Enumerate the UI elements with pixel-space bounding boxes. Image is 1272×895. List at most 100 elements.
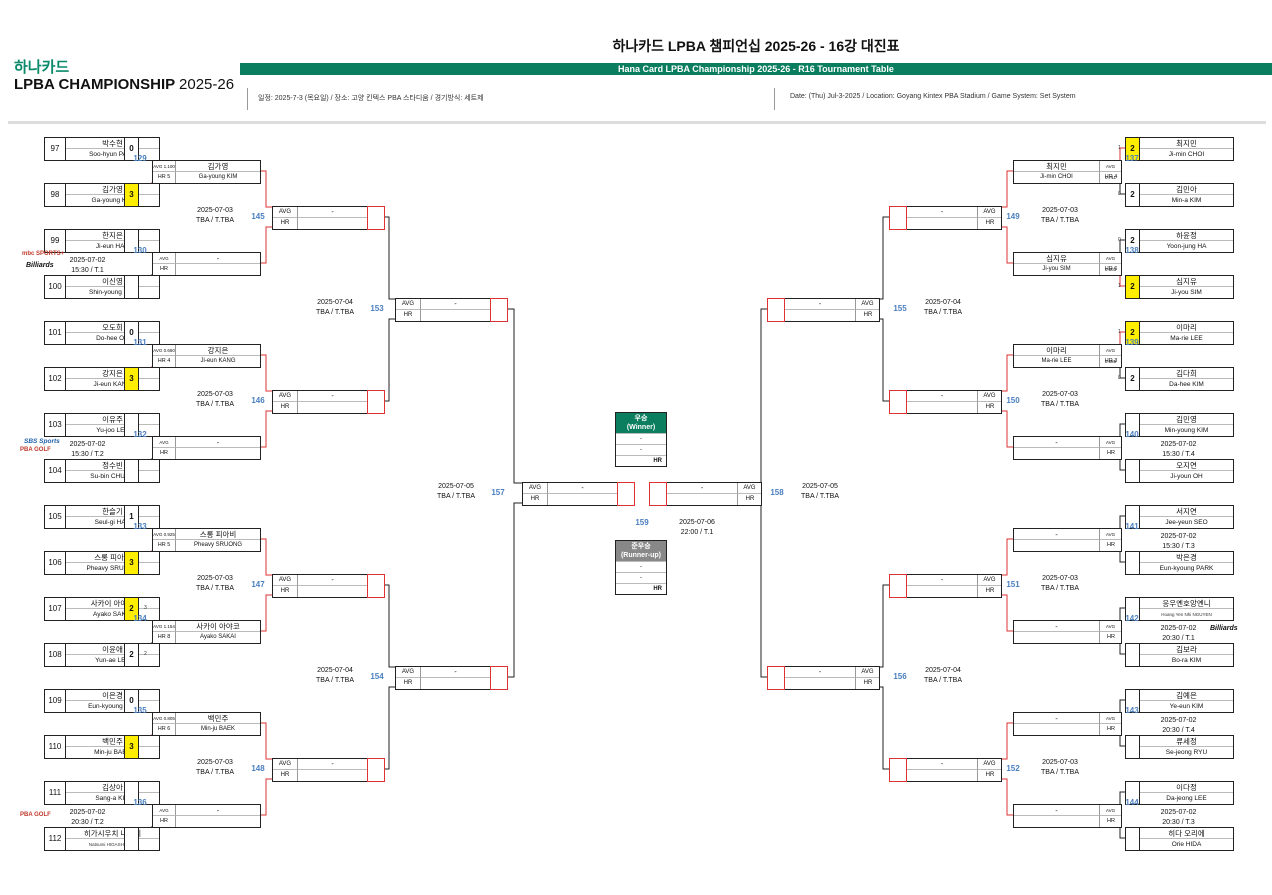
player-name-en: Sang-a KIM xyxy=(95,795,130,802)
match-venue: TBA / T.TBA xyxy=(1041,585,1079,592)
round-hr-label: HR xyxy=(403,680,413,686)
player-name-ko: 이신영 xyxy=(66,276,159,287)
round-winner-en xyxy=(785,310,855,321)
round-winner-name: - xyxy=(420,299,490,310)
round-winner-en xyxy=(907,402,977,413)
match-venue: TBA / T.TBA xyxy=(1041,217,1079,224)
round-score xyxy=(490,666,508,690)
match-date: 2025-07-03 xyxy=(1042,207,1078,214)
winner-name-ko: - xyxy=(1014,437,1099,448)
player-seed: 106 xyxy=(44,551,66,575)
winner-hr: HR 6 xyxy=(157,726,171,732)
bracket-connector xyxy=(259,594,272,632)
player-score xyxy=(1125,459,1140,483)
player-score: 2 xyxy=(124,597,139,621)
winner-box-header: 우승(Winner) xyxy=(616,413,666,433)
round-avg-label: AVG xyxy=(273,575,297,586)
player-seed: 101 xyxy=(44,321,66,345)
round-avg-label: AVG xyxy=(855,299,879,310)
match-venue: TBA / T.TBA xyxy=(924,309,962,316)
round-winner-name: - xyxy=(667,483,737,494)
player-name-ko: 히가시우치 나쓰미 xyxy=(66,828,159,839)
bracket-connector xyxy=(1119,826,1125,839)
match-date: 2025-07-02 xyxy=(69,257,106,264)
round-avg-label: AVG xyxy=(977,391,1001,402)
bracket-connector xyxy=(879,216,889,300)
round-winner-en xyxy=(907,218,977,229)
match-number: 147 xyxy=(251,580,265,589)
hana-card-logo: 하나카드 xyxy=(14,56,69,77)
player-name-ko: 이윤애 xyxy=(66,644,159,655)
match-date: 2025-07-02 xyxy=(1160,533,1197,540)
page-title: 하나카드 LPBA 챔피언십 2025-26 - 16강 대진표 xyxy=(612,38,900,54)
winner-hr: HR 8 xyxy=(157,634,171,640)
winner-hr: HR xyxy=(1099,724,1122,735)
player-name-ko: 이은경 xyxy=(66,690,159,701)
player-name-en: Ji-min CHOI xyxy=(1168,151,1205,158)
player-score xyxy=(1125,827,1140,851)
